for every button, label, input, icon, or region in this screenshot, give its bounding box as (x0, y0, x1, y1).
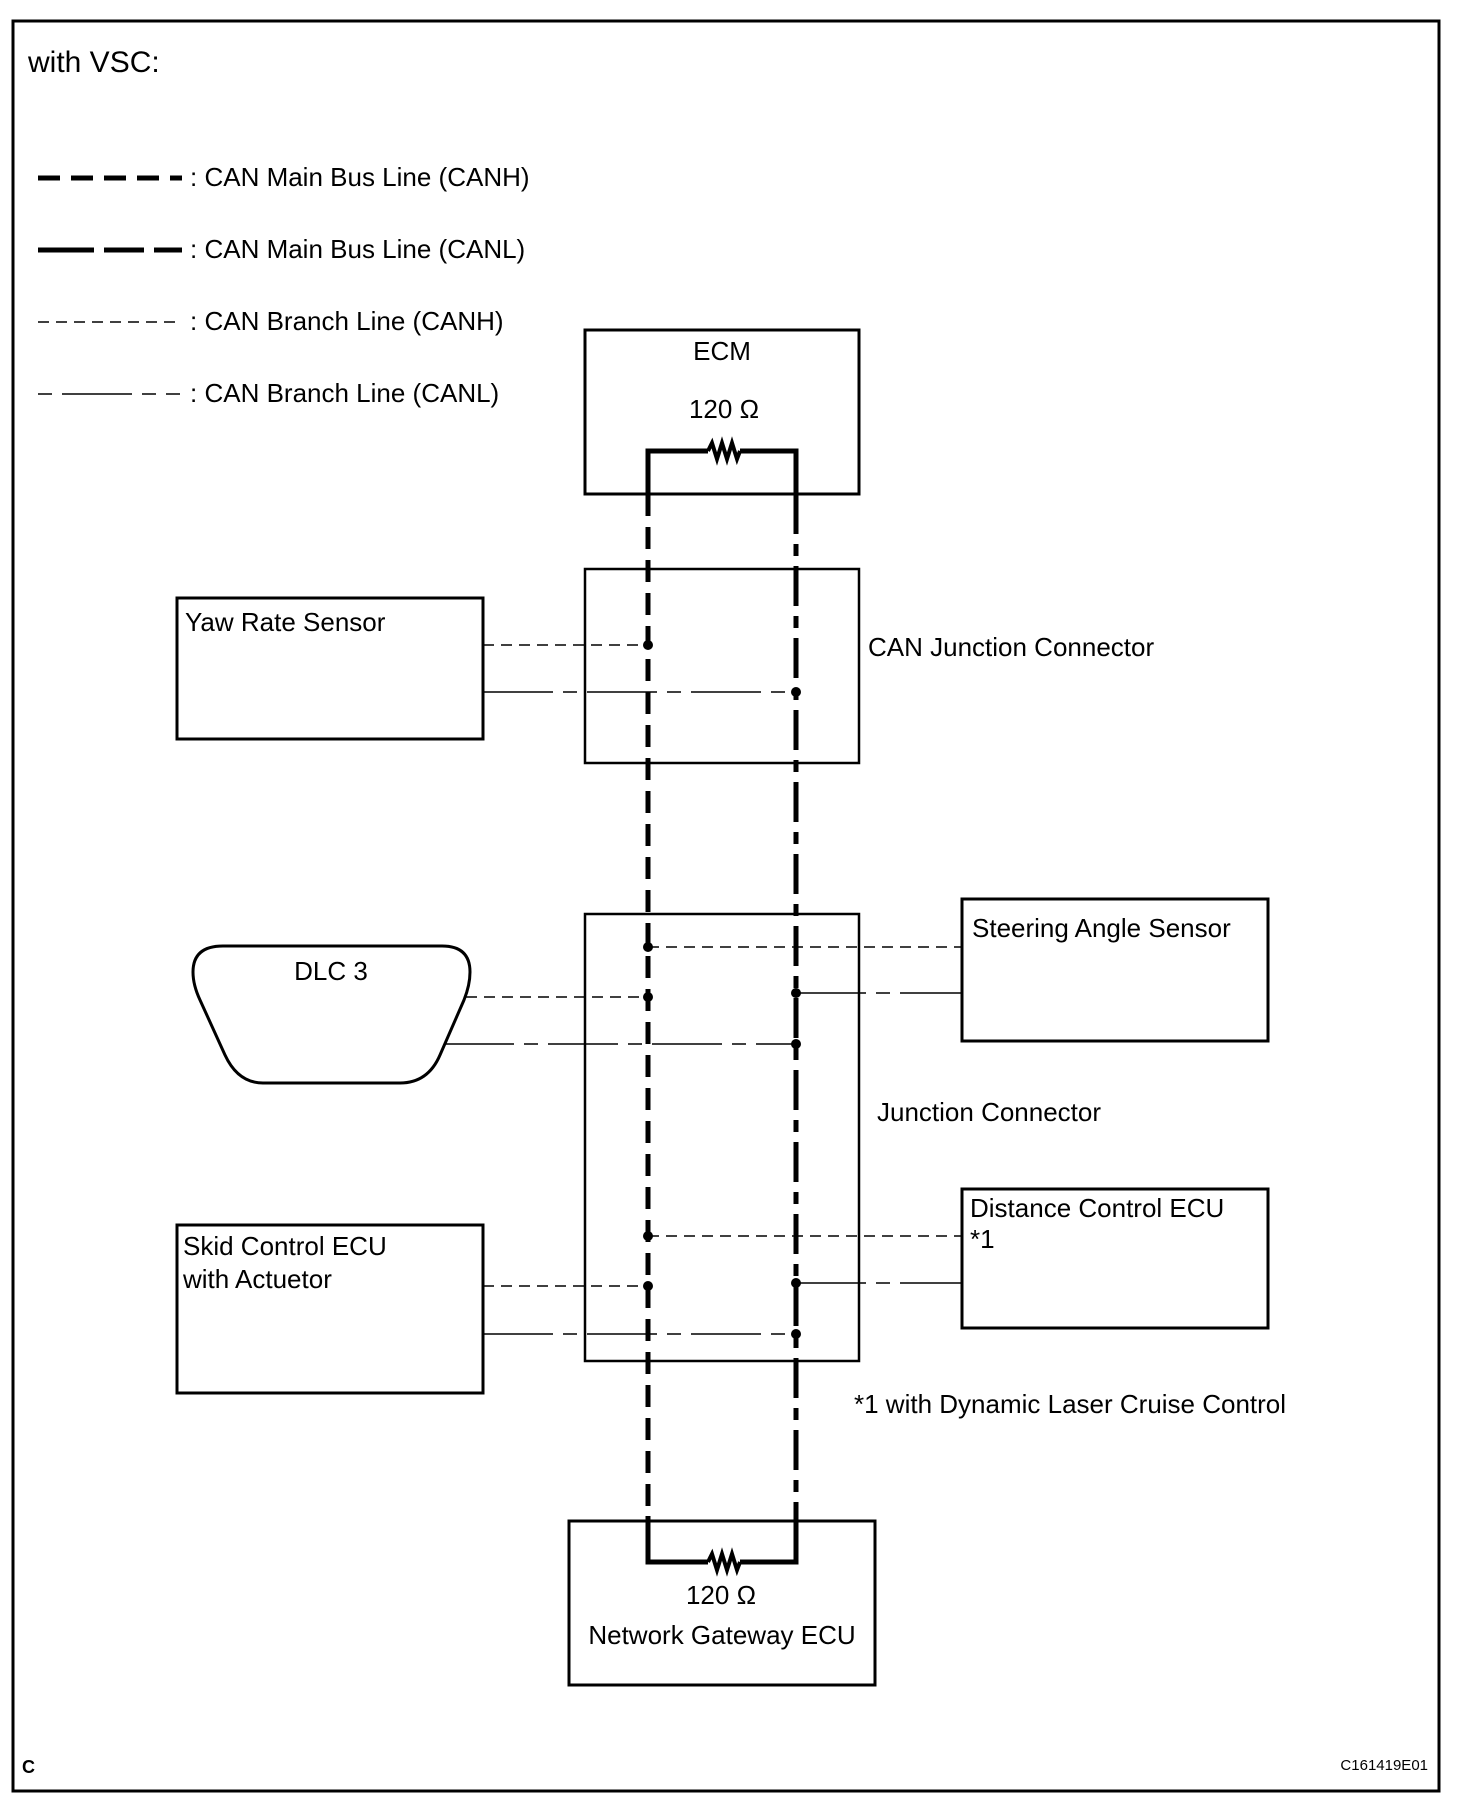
junction-dot (643, 942, 653, 952)
gateway-terminator-wire-right (740, 1516, 799, 1565)
legend-label-main-canl: : CAN Main Bus Line (CANL) (190, 234, 525, 264)
junction-dot (643, 992, 653, 1002)
yaw-rate-sensor-label: Yaw Rate Sensor (185, 607, 386, 637)
junction-dot (791, 1039, 801, 1049)
ecm-box (583, 328, 861, 496)
dlc3-block: DLC 3 (191, 944, 801, 1085)
ecm-label: ECM (693, 336, 751, 366)
legend: : CAN Main Bus Line (CANH) : CAN Main Bu… (38, 162, 530, 408)
dlc3-connector-shape (191, 944, 472, 1085)
footnote: *1 with Dynamic Laser Cruise Control (854, 1389, 1286, 1419)
skid-control-ecu-label-line1: Skid Control ECU (183, 1231, 387, 1261)
diagram-frame (11, 19, 1441, 1793)
junction-dot (791, 988, 801, 998)
skid-control-ecu-block: Skid Control ECU with Actuetor (175, 1223, 801, 1395)
ecm-block: ECM 120 Ω (583, 328, 861, 496)
legend-label-main-canh: : CAN Main Bus Line (CANH) (190, 162, 530, 192)
figure-code: C161419E01 (1340, 1757, 1428, 1774)
junction-connector-block: Junction Connector (583, 912, 1101, 1363)
junction-dot (643, 640, 653, 650)
yaw-rate-sensor-block: Yaw Rate Sensor (175, 596, 801, 741)
can-junction-connector-block: CAN Junction Connector (583, 567, 1154, 765)
network-gateway-ecu-label: Network Gateway ECU (588, 1620, 855, 1650)
junction-dot (791, 687, 801, 697)
junction-connector-box (583, 912, 861, 1363)
junction-dot (643, 1231, 653, 1241)
network-gateway-ecu-resistance-label: 120 Ω (686, 1580, 756, 1610)
ecm-resistance-label: 120 Ω (689, 394, 759, 424)
network-gateway-ecu-block: 120 Ω Network Gateway ECU (567, 1516, 877, 1687)
steering-angle-sensor-label: Steering Angle Sensor (972, 913, 1231, 943)
distance-control-ecu-box (960, 1187, 1270, 1330)
gateway-terminator-wire-left (645, 1516, 708, 1565)
steering-angle-sensor-block: Steering Angle Sensor (643, 897, 1270, 1043)
skid-control-ecu-label-line2: with Actuetor (182, 1264, 332, 1294)
diagram-title: with VSC: (27, 46, 160, 79)
skid-control-ecu-box (175, 1223, 485, 1395)
can-junction-connector-label: CAN Junction Connector (868, 632, 1154, 662)
junction-dot (643, 1281, 653, 1291)
steering-angle-sensor-box (960, 897, 1270, 1043)
network-gateway-ecu-box (567, 1519, 877, 1687)
corner-letter: C (22, 1757, 35, 1777)
legend-label-branch-canl: : CAN Branch Line (CANL) (190, 378, 499, 408)
distance-control-ecu-note-ref: *1 (970, 1224, 995, 1254)
ecm-terminator-wire-right (740, 448, 799, 494)
yaw-rate-sensor-box (175, 596, 485, 741)
distance-control-ecu-label: Distance Control ECU (970, 1193, 1224, 1223)
junction-dot (791, 1278, 801, 1288)
dlc3-label: DLC 3 (294, 956, 368, 986)
junction-dot (791, 1329, 801, 1339)
ecm-resistor-icon (706, 436, 742, 466)
gateway-resistor-icon (706, 1547, 742, 1577)
can-junction-connector-box (583, 567, 861, 765)
legend-label-branch-canh: : CAN Branch Line (CANH) (190, 306, 504, 336)
junction-connector-label: Junction Connector (877, 1097, 1101, 1127)
ecm-terminator-wire-left (645, 448, 708, 494)
distance-control-ecu-block: Distance Control ECU *1 (643, 1187, 1270, 1330)
